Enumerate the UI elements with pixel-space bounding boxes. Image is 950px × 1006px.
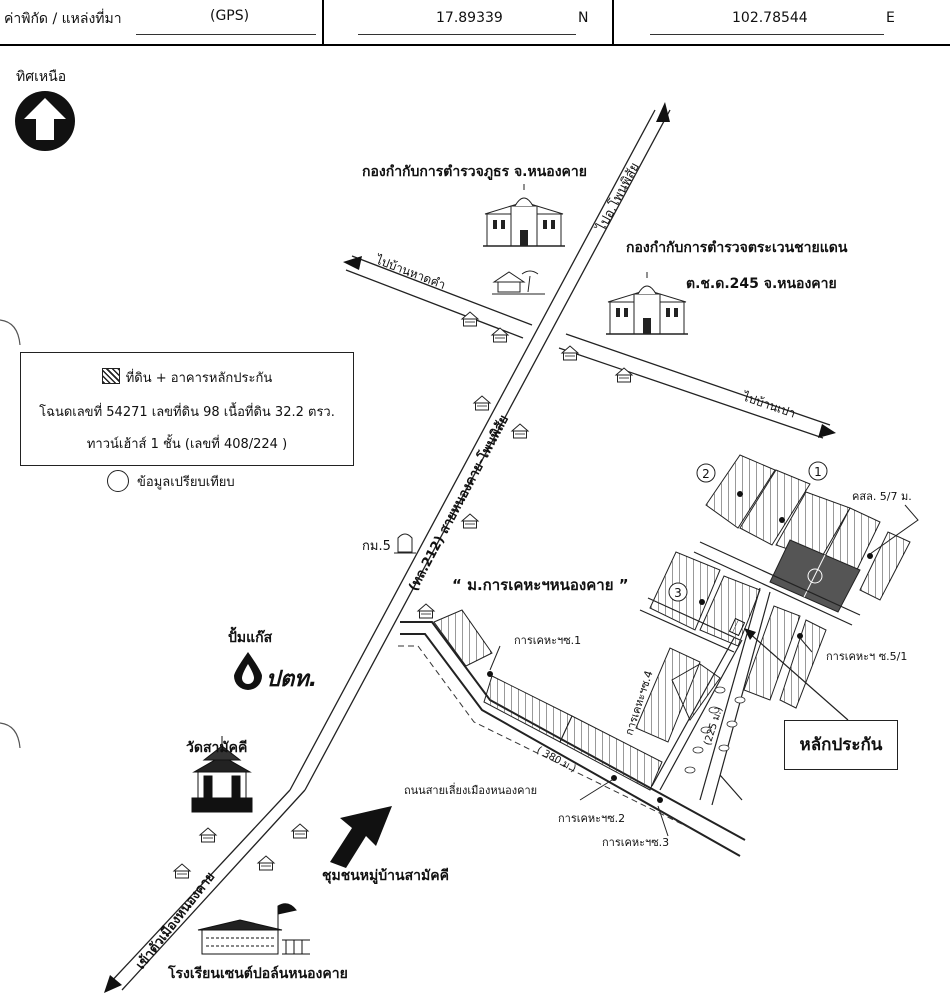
label-to-phon-phisai: ไปอ.โพนพิสัย <box>593 160 643 235</box>
legend-building-text: ทาวน์เฮ้าส์ 1 ชั้น (เลขที่ 408/224 ) <box>86 437 288 452</box>
legend-collateral-label: ที่ดิน + อาคารหลักประกัน <box>125 371 273 386</box>
latitude-value: 17.89339 <box>436 10 503 26</box>
tree-row <box>684 686 746 774</box>
label-school: โรงเรียนเซนต์ปอล์นหนองคาย <box>167 964 348 982</box>
comparison-marker-1: 1 <box>808 461 828 481</box>
cross-road <box>343 255 836 439</box>
comparison-marker-2: 2 <box>696 463 716 483</box>
school-icon <box>197 903 310 955</box>
legend-deed-text: โฉนดเลขที่ 54271 เลขที่ดิน 98 เนื้อที่ดิ… <box>39 405 335 420</box>
label-border-patrol-1: กองกำกับการตำรวจตระเวนชายแดน <box>626 240 848 256</box>
north-label: ทิศเหนือ <box>16 69 67 85</box>
label-to-ban-pao: ไปบ้านเปา <box>740 389 797 420</box>
comparison-legend: ข้อมูลเปรียบเทียบ <box>107 470 235 492</box>
label-border-patrol-2: ต.ช.ด.245 จ.หนองคาย <box>686 276 837 292</box>
soi-markers <box>487 491 873 803</box>
legend-collateral-row: ที่ดิน + อาคารหลักประกัน <box>21 367 353 388</box>
km-marker-icon <box>394 533 416 554</box>
village-scene-icon <box>492 270 545 295</box>
community-arrow-icon <box>330 806 392 868</box>
longitude-dir: E <box>886 10 895 26</box>
hatch-swatch-icon <box>101 368 120 384</box>
ptt-logo-icon <box>234 652 262 690</box>
temple-icon <box>191 736 253 813</box>
longitude-value: 102.78544 <box>732 10 808 26</box>
coord-label: ค่าพิกัด / แหล่งที่มา <box>4 11 122 27</box>
collateral-parcel <box>728 617 849 721</box>
svg-text:3: 3 <box>674 586 682 600</box>
label-canal: คสล. 5/7 ม. <box>852 490 912 503</box>
label-highway: (ทล.212) สายหนองคาย-โพนพิสัย <box>405 412 513 594</box>
svg-text:2: 2 <box>702 467 710 481</box>
label-village-project: “ ม.การเคหะฯหนองคาย ” <box>452 576 629 594</box>
label-ptt-logo: ปตท. <box>266 667 317 692</box>
coordinate-header: ค่าพิกัด / แหล่งที่มา (GPS) 17.89339 N 1… <box>0 0 950 46</box>
north-arrow-icon <box>15 91 75 151</box>
coord-source: (GPS) <box>210 8 250 24</box>
label-police-provincial: กองกำกับการตำรวจภูธร จ.หนองคาย <box>362 164 587 180</box>
label-soi-5-1: การเคหะฯ ซ.5/1 <box>826 650 907 663</box>
label-soi-3: การเคหะฯซ.3 <box>602 836 669 849</box>
housing-project-blocks <box>433 454 911 791</box>
comparison-circle-icon <box>107 470 129 492</box>
border-patrol-icon <box>605 271 689 335</box>
label-bypass: ถนนสายเลี่ยงเมืองหนองคาย <box>404 782 537 797</box>
svg-text:1: 1 <box>814 465 822 479</box>
label-km-marker: กม.5 <box>362 539 391 554</box>
label-to-town: เข้าตัวเมืองหนองคาย <box>133 869 219 972</box>
collateral-callout: หลักประกัน <box>784 720 898 770</box>
label-community: ชุมชนหมู่บ้านสามัคคี <box>322 868 449 884</box>
comparison-label: ข้อมูลเปรียบเทียบ <box>137 475 235 490</box>
callout-leaders <box>489 504 919 837</box>
label-distance-225: (225 ม.) <box>702 706 725 747</box>
highway-212 <box>104 102 671 993</box>
latitude-dir: N <box>578 10 589 26</box>
football-field <box>769 539 861 613</box>
binder-hole-2 <box>0 722 21 749</box>
legend-box: ที่ดิน + อาคารหลักประกัน โฉนดเลขที่ 5427… <box>20 352 354 466</box>
comparison-marker-3: 3 <box>668 582 688 602</box>
label-to-ban-hat-kham: ไปบ้านหาดคำ <box>373 252 447 292</box>
label-gas-station: ปั้มแก๊ส <box>228 626 273 646</box>
label-soi-2: การเคหะฯซ.2 <box>558 812 625 825</box>
label-soi-1: การเคหะฯซ.1 <box>514 634 581 647</box>
police-station-icon <box>482 183 566 247</box>
binder-hole-1 <box>0 319 21 346</box>
label-temple: วัดสามัคคี <box>186 740 247 756</box>
